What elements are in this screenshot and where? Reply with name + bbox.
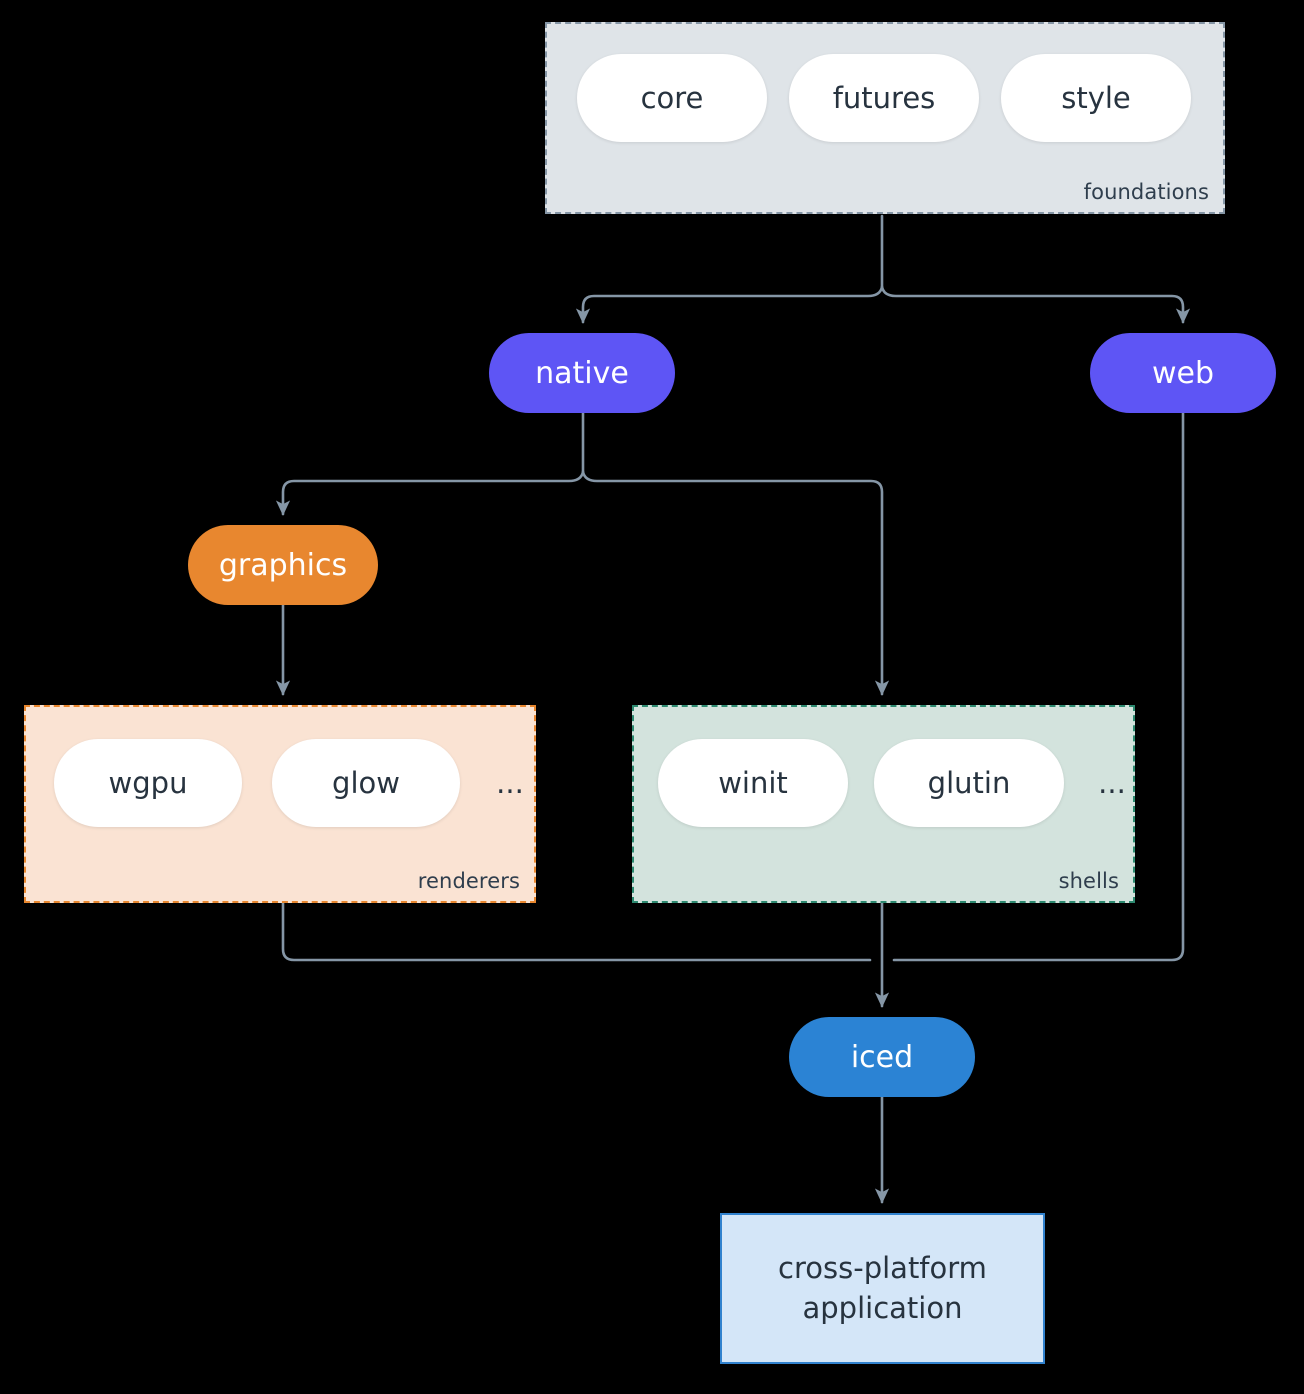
node-native-label: native [535, 355, 629, 391]
leaf-core-label: core [640, 81, 704, 115]
leaf-winit-label: winit [718, 766, 788, 800]
node-iced-label: iced [850, 1039, 914, 1075]
node-iced[interactable]: iced [789, 1017, 975, 1097]
leaf-core[interactable]: core [577, 54, 767, 142]
leaf-renderers-more-label: ... [496, 765, 524, 800]
application-line-2: application [802, 1290, 963, 1325]
cluster-renderers-label: renderers [417, 869, 520, 893]
leaf-shells-more: ... [1084, 739, 1140, 827]
leaf-renderers-more: ... [482, 739, 538, 827]
leaf-futures[interactable]: futures [789, 54, 979, 142]
node-web-label: web [1151, 355, 1215, 391]
edge-foundations-to-native [575, 285, 884, 324]
leaf-glutin-label: glutin [927, 766, 1011, 800]
leaf-wgpu[interactable]: wgpu [54, 739, 242, 827]
leaf-style[interactable]: style [1001, 54, 1191, 142]
leaf-futures-label: futures [832, 81, 936, 115]
node-graphics[interactable]: graphics [188, 525, 378, 605]
leaf-shells-more-label: ... [1098, 765, 1126, 800]
cluster-shells-items: winit glutin ... [658, 739, 1140, 827]
edge-renderers-to-iced-bus [281, 901, 872, 962]
cluster-renderers-items: wgpu glow ... [54, 739, 538, 827]
cluster-foundations-items: core futures style [577, 54, 1191, 142]
leaf-glutin[interactable]: glutin [874, 739, 1064, 827]
leaf-wgpu-label: wgpu [108, 766, 188, 800]
cluster-shells: winit glutin ... shells [632, 705, 1135, 903]
edge-native-to-graphics [275, 470, 585, 516]
cluster-foundations-label: foundations [1083, 180, 1209, 204]
node-graphics-label: graphics [218, 547, 348, 583]
cluster-shells-label: shells [1058, 869, 1119, 893]
node-cross-platform-application-text: cross-platform application [778, 1249, 987, 1327]
leaf-glow-label: glow [332, 766, 400, 800]
leaf-style-label: style [1061, 81, 1131, 115]
edge-foundations-to-web [880, 285, 1191, 324]
node-web[interactable]: web [1090, 333, 1276, 413]
cluster-foundations: core futures style foundations [545, 22, 1225, 214]
edge-native-to-shells [581, 470, 890, 696]
application-line-1: cross-platform [778, 1251, 987, 1286]
node-native[interactable]: native [489, 333, 675, 413]
node-cross-platform-application[interactable]: cross-platform application [720, 1213, 1045, 1364]
cluster-renderers: wgpu glow ... renderers [24, 705, 536, 903]
leaf-winit[interactable]: winit [658, 739, 848, 827]
leaf-glow[interactable]: glow [272, 739, 460, 827]
